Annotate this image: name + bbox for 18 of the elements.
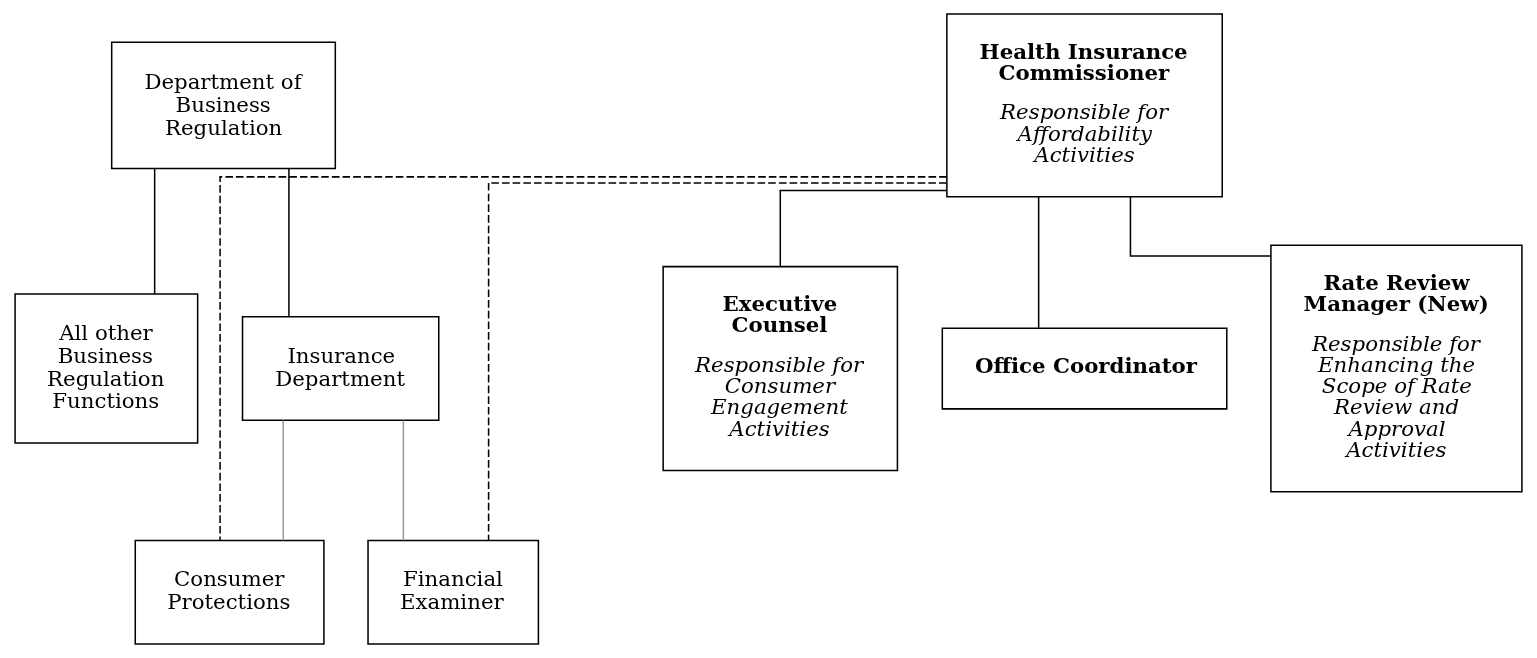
- connector: [153, 168, 156, 295]
- node-box: Department of Business Regulation: [110, 41, 337, 170]
- node-box: All other Business Regulation Functions: [14, 293, 199, 444]
- connector: [282, 419, 284, 541]
- connector: [487, 182, 948, 542]
- connector: [779, 189, 948, 268]
- connector: [1037, 195, 1040, 329]
- node-box: Health Insurance Commissioner Responsible for Affordability Activities: [946, 13, 1223, 198]
- node-box: Consumer Protections: [134, 539, 325, 645]
- connector: [402, 419, 405, 541]
- node-box: Insurance Department: [241, 316, 440, 422]
- node-box: Executive Counsel Responsible for Consumer Engagement Activities: [662, 265, 899, 472]
- node-box: Rate Review Manager (New) Responsible for Enhancing the Scope of Rate Review and Approval Activities: [1270, 244, 1523, 493]
- connector: [1129, 196, 1272, 257]
- node-box: Financial Examiner: [367, 539, 540, 645]
- node-box: Office Coordinator: [941, 327, 1228, 410]
- connector: [288, 168, 290, 318]
- connector: [219, 176, 948, 542]
